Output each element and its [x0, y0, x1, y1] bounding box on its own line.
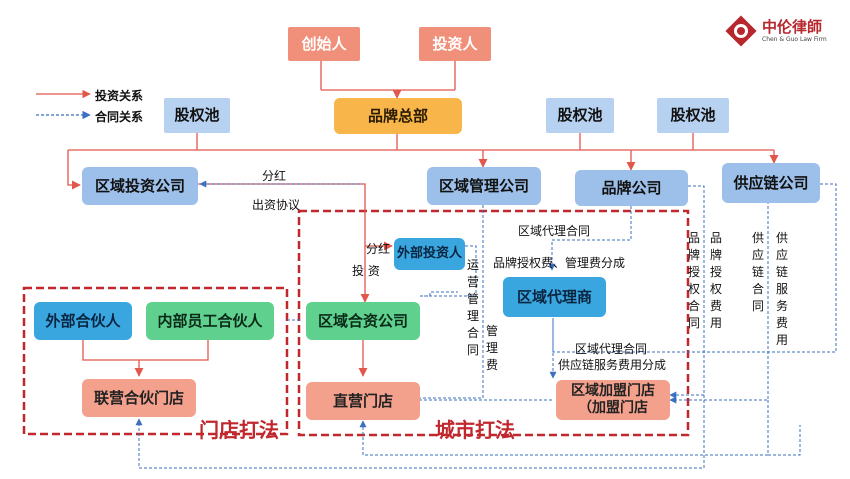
- label-dividend-top: 分红: [262, 169, 287, 183]
- external-partner-node: 外部合伙人: [34, 302, 132, 340]
- label-brand-license-mgmt-fee: 品牌授权费、管理费分成: [493, 256, 626, 270]
- equity-pool-left: 股权池: [164, 98, 230, 133]
- edge-internal-partner: [139, 340, 209, 361]
- franchise-store-line2: （加盟门店: [578, 400, 648, 416]
- equity-pool-right: 股权池: [657, 98, 729, 133]
- regional-management-co-node: 区域管理公司: [427, 167, 541, 205]
- store-play-zone: [22, 286, 289, 436]
- edge-bottom-loop-3: [768, 425, 801, 456]
- edge-bottom-loop-2: [135, 395, 705, 469]
- label-brand-license-fee: 品牌授权费用: [710, 231, 723, 330]
- franchise-store-line1: 区域加盟门店: [571, 382, 655, 399]
- regional-agent-node: 区域代理商: [503, 277, 606, 317]
- regional-franchise-store-node: 区域加盟门店 （加盟门店: [556, 380, 670, 420]
- label-regional-agency-contract-bottom: 区域代理合同: [575, 342, 648, 356]
- edge-supply-fee: [552, 183, 837, 353]
- edge-brand-agent: [548, 196, 632, 271]
- store-play-title: 门店打法: [199, 418, 279, 442]
- jv-partner-store-node: 联营合伙门店: [82, 379, 196, 417]
- edge-jv-dividend: [420, 291, 458, 297]
- edge-mgmt-direct: [394, 380, 484, 402]
- brand-hq-node: 品牌总部: [334, 98, 462, 134]
- edge-external-investor-loop: [420, 245, 477, 297]
- label-supply-chain-service-fee: 供应链服务费用: [776, 231, 789, 347]
- edge-bus-regional-investment: [67, 150, 81, 190]
- legend-contract-label: 合同关系: [95, 110, 144, 124]
- label-investment-agreement: 出资协议: [252, 198, 301, 212]
- city-play-zone: [297, 209, 690, 437]
- contract-edges: [135, 180, 837, 469]
- logo-subtitle: Chen & Guo Law Firm: [762, 36, 827, 43]
- label-operation-mgmt-contract: 运营管理合同: [467, 258, 480, 357]
- city-play-title: 城市打法: [435, 418, 515, 442]
- brand-co-node: 品牌公司: [575, 170, 688, 206]
- regional-jv-co-node: 区域合资公司: [306, 302, 420, 340]
- legend-investment-label: 投资关系: [95, 89, 144, 103]
- law-firm-logo: 中伦律師 Chen & Guo Law Firm: [724, 14, 836, 48]
- regional-investment-co-node: 区域投资公司: [82, 167, 198, 205]
- investor-node: 投资人: [419, 27, 491, 61]
- label-dividend-inner: 分红: [366, 242, 391, 256]
- founder-node: 创始人: [288, 27, 360, 61]
- edge-bottom-loop-1: [359, 400, 769, 456]
- label-mgmt-fee: 管理费: [486, 324, 499, 372]
- edge-external-partner: [82, 340, 139, 361]
- direct-store-node: 直营门店: [306, 382, 420, 420]
- label-supply-chain-contract: 供应链合同: [752, 231, 765, 313]
- edge-supply-contract: [669, 196, 769, 404]
- supply-chain-co-node: 供应链公司: [722, 163, 820, 203]
- logo-title: 中伦律師: [762, 18, 823, 36]
- label-regional-agency-contract-top: 区域代理合同: [518, 224, 591, 238]
- internal-employee-partner-node: 内部员工合伙人: [146, 302, 274, 340]
- label-brand-license-contract: 品牌授权合同: [688, 231, 701, 330]
- law-firm-seal-icon: [725, 15, 757, 47]
- external-investor-node: 外部投资人: [394, 238, 465, 270]
- label-invest-inner: 投 资: [352, 264, 380, 278]
- edge-brand-license: [669, 185, 705, 399]
- label-supply-chain-fee-share: 供应链服务费用分成: [558, 358, 667, 372]
- equity-pool-mid: 股权池: [546, 98, 614, 133]
